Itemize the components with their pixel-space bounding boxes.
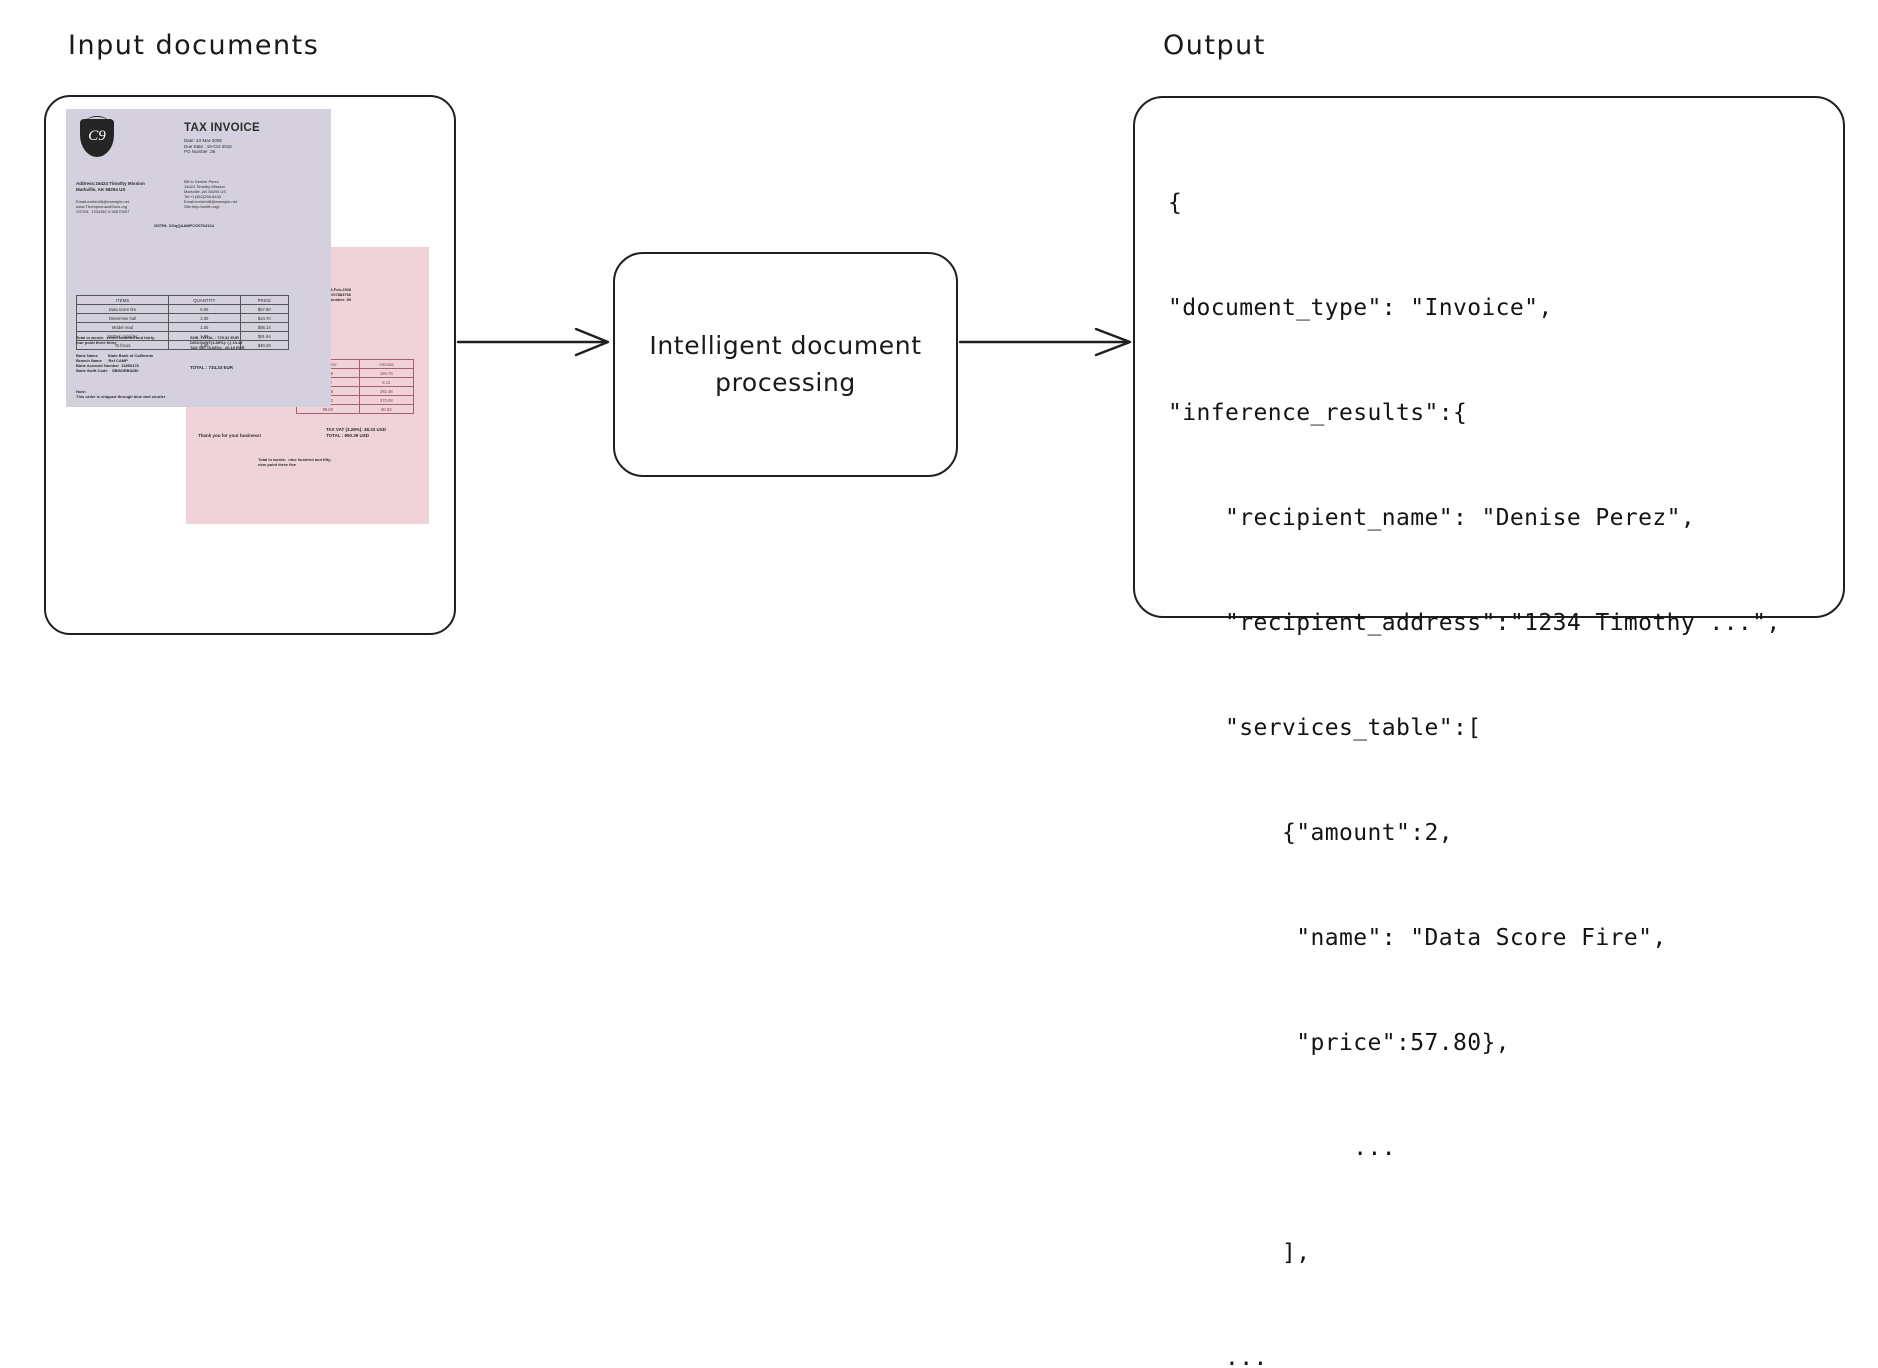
arrow-input-to-process <box>456 327 610 357</box>
purple-invoice-sender-contact: Email:melvin46@example.net www.Thompsona… <box>76 199 130 214</box>
output-json-text: { "document_type": "Invoice", "inference… <box>1168 116 1781 1368</box>
purple-invoice-sender-address: Address:16424 Timothy Mission Markville,… <box>76 181 145 192</box>
company-logo-icon <box>80 119 114 157</box>
purple-invoice-gstin: GSTIN: OOqQAAMPCO0764124 <box>154 223 214 228</box>
purple-invoice-note: Note: This order is shipped through blue… <box>76 389 166 399</box>
col-amount: Amount <box>358 359 415 369</box>
purple-invoice-bill-to: Bill to Denise Perez 16424 Timothy Missi… <box>184 179 237 209</box>
document-thumbnail-tax-invoice[interactable]: TAX INVOICE Date: 23-Mar-2008 Due Date :… <box>66 109 331 407</box>
purple-invoice-summary: SUB_TOTAL : 725.32 EUR DISCOUNT(1.85%): … <box>190 335 245 350</box>
input-documents-title: Input documents <box>68 30 320 61</box>
purple-invoice-meta: Date: 23-Mar-2008 Due Date : 16-Oct-2016… <box>184 138 232 155</box>
col-items: ITEMS <box>75 295 170 305</box>
json-line: "services_table":[ <box>1168 715 1482 741</box>
logo-arc-decoration <box>84 116 110 124</box>
table-row: Mother consider 1.00 $81.64 <box>75 331 290 341</box>
pink-invoice-tax-total: TAX VAT (3.28%): 48.33 USD TOTAL : 950.3… <box>326 427 387 438</box>
json-line: "document_type": "Invoice", <box>1168 295 1553 321</box>
pink-invoice-thanks: Thank you for your business! <box>198 433 262 438</box>
json-line: ... <box>1168 1135 1396 1161</box>
json-line: ... <box>1168 1345 1268 1368</box>
output-json-container <box>1133 96 1845 618</box>
purple-invoice-bank-details: Bank Name State Bank of California Branc… <box>76 353 153 373</box>
pink-invoice-amount-in-words: Total in words: nine hundred and fifty- … <box>258 457 332 467</box>
output-title: Output <box>1163 30 1266 61</box>
table-header-row: ITEMS QUANTITY PRICE <box>75 295 290 305</box>
purple-invoice-amount-in-words: Total in words: seven hundred and thirty… <box>76 335 156 345</box>
json-line: "inference_results":{ <box>1168 400 1468 426</box>
table-row: Model read 1.00 $56.14 <box>75 322 290 332</box>
purple-invoice-items-table: ITEMS QUANTITY PRICE Data score fire 6.0… <box>75 295 290 350</box>
json-line: { <box>1168 190 1183 216</box>
table-row: Determine hall 2.00 $24.70 <box>75 313 290 323</box>
json-line: "recipient_name": "Denise Perez", <box>1168 505 1696 531</box>
table-row: Data score fire 6.00 $57.80 <box>75 304 290 314</box>
purple-invoice-title: TAX INVOICE <box>184 122 260 134</box>
arrow-process-to-output <box>958 327 1132 357</box>
purple-invoice-total: TOTAL : 734.33 EUR <box>190 365 234 370</box>
json-line: "name": "Data Score Fire", <box>1168 925 1667 951</box>
json-line: "price":57.80}, <box>1168 1030 1510 1056</box>
table-row: To focus 4.00 $40.28 <box>75 340 290 350</box>
col-price: PRICE <box>239 295 290 305</box>
json-line: ], <box>1168 1240 1311 1266</box>
json-line: {"amount":2, <box>1168 820 1453 846</box>
col-quantity: QUANTITY <box>168 295 241 305</box>
process-node-container[interactable] <box>613 252 958 477</box>
json-line: "recipient_address":"1234 Timothy ...", <box>1168 610 1781 636</box>
